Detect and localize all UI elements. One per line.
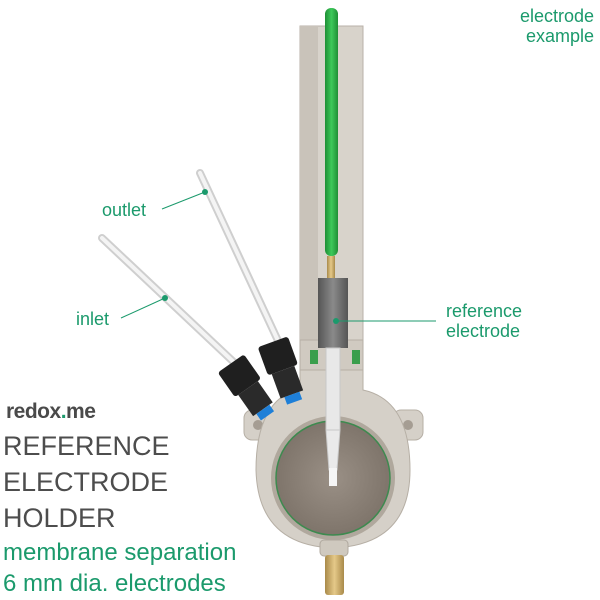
inlet-fitting <box>218 355 275 421</box>
brand-name-a: redox <box>6 400 61 423</box>
label-reference-line1: reference <box>446 301 523 321</box>
title-line-3: HOLDER <box>3 503 116 533</box>
label-electrode-example-line1: electrode <box>519 6 594 26</box>
outlet-fitting <box>258 337 304 405</box>
label-electrode-example-line2: example <box>525 26 594 46</box>
frit <box>329 468 337 486</box>
brand-logo: redox.me <box>6 400 96 424</box>
brand-name-b: me <box>66 400 96 423</box>
seal-right <box>352 350 360 364</box>
outlet-tube-hl <box>198 171 282 347</box>
inlet-tube-hl <box>100 236 242 370</box>
label-outlet: outlet <box>102 200 147 220</box>
label-electrode-example: electrode example <box>520 6 594 46</box>
bottom-collar <box>319 539 349 557</box>
seal-left <box>310 350 318 364</box>
green-electrode <box>325 8 338 256</box>
inlet-leader <box>120 297 166 319</box>
label-reference-electrode: reference electrode <box>446 301 522 341</box>
title-line-1: REFERENCE <box>3 431 170 461</box>
brand-dot: . <box>60 400 67 423</box>
glass-tube <box>325 347 341 431</box>
housing-sleeve-shadow <box>300 26 318 356</box>
reference-electrode-body <box>318 278 348 348</box>
label-reference-line2: electrode <box>446 321 521 341</box>
outlet-leader-dot <box>202 189 208 195</box>
lug-hole-right <box>403 420 413 430</box>
subtitle-line-1: membrane separation <box>3 539 237 566</box>
reference-leader-dot <box>333 318 339 324</box>
glass-tip <box>325 429 341 471</box>
lug-hole-left <box>253 420 263 430</box>
electrode-pin <box>327 256 335 278</box>
bottom-fitting <box>325 555 344 595</box>
inlet-leader-dot <box>162 295 168 301</box>
title-line-2: ELECTRODE <box>3 467 169 497</box>
outlet-leader <box>161 191 206 210</box>
subtitle-line-2: 6 mm dia. electrodes <box>3 570 226 597</box>
label-inlet: inlet <box>76 309 110 329</box>
